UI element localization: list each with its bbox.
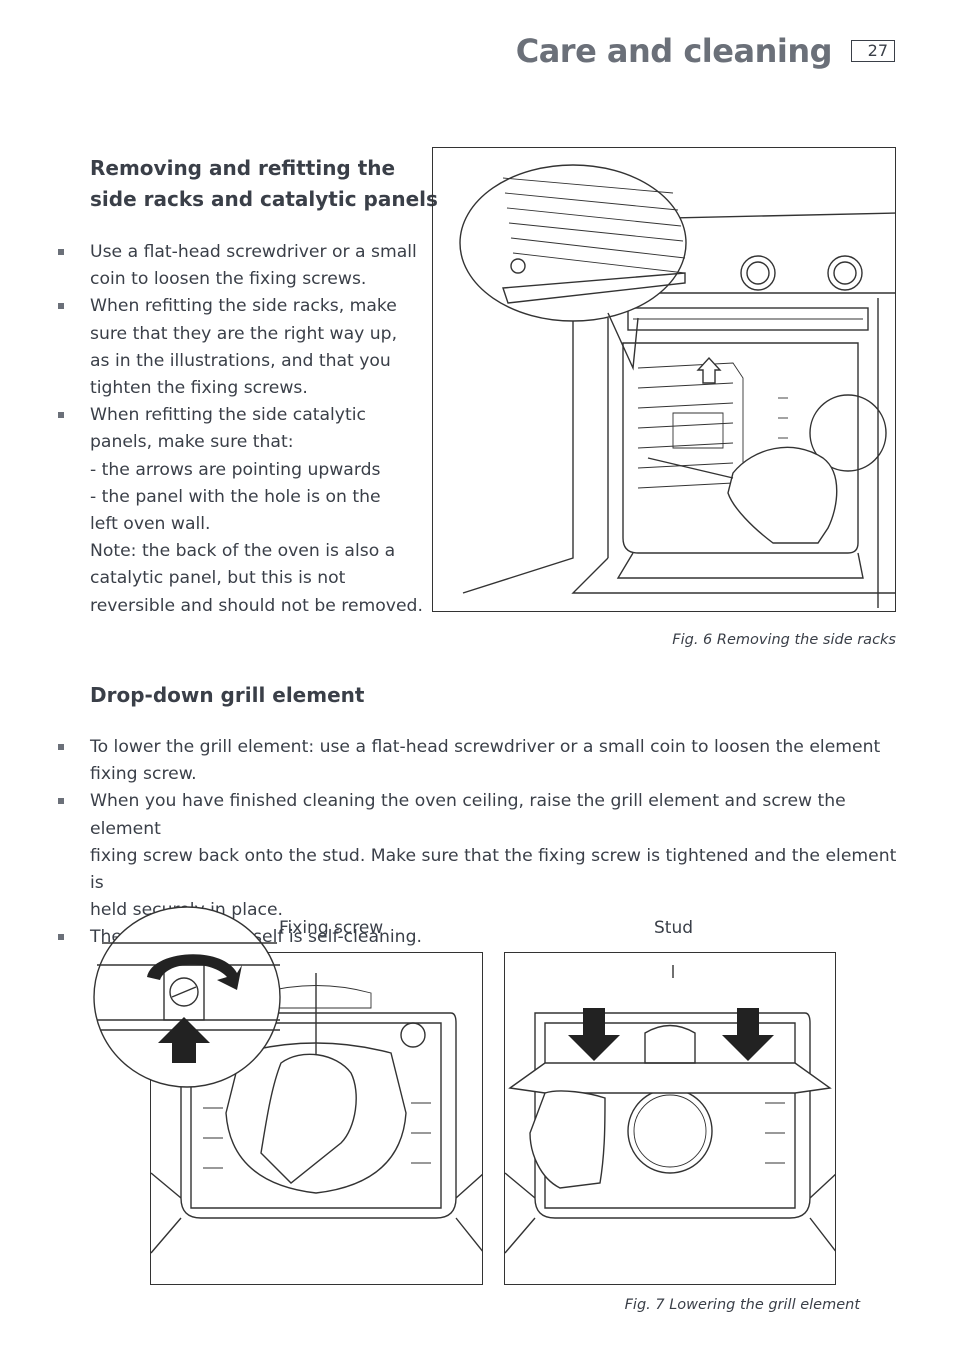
stud-label: Stud (654, 918, 694, 938)
section-heading-side-racks: Removing and refitting the side racks an… (90, 156, 438, 211)
grill-lowering-illustration-right (505, 965, 835, 1254)
figure-grill-right (504, 952, 836, 1285)
figure-7-caption: Fig. 7 Lowering the grill element (624, 1297, 860, 1313)
fixing-screw-detail (93, 906, 281, 1088)
list-item: Use a flat-head screwdriver or a small c… (58, 239, 430, 293)
page-title: Care and cleaning (515, 32, 833, 70)
figure-6-caption: Fig. 6 Removing the side racks (672, 632, 896, 648)
section-heading-grill: Drop-down grill element (90, 683, 365, 707)
list-item: To lower the grill element: use a flat-h… (58, 734, 910, 788)
grill-lowering-illustration-left (151, 973, 482, 1254)
figure-side-racks (432, 147, 896, 612)
list-item: When refitting the side catalytic panels… (58, 402, 430, 620)
fixing-screw-label: Fixing screw (279, 918, 384, 938)
list-item: When refitting the side racks, make sure… (58, 293, 430, 402)
magnifier-fixing-screw (92, 905, 282, 1090)
page-number: 27 (851, 40, 895, 62)
side-racks-instructions: Use a flat-head screwdriver or a small c… (58, 239, 430, 620)
figure-grill-left (150, 952, 483, 1285)
oven-side-rack-illustration (459, 164, 895, 608)
